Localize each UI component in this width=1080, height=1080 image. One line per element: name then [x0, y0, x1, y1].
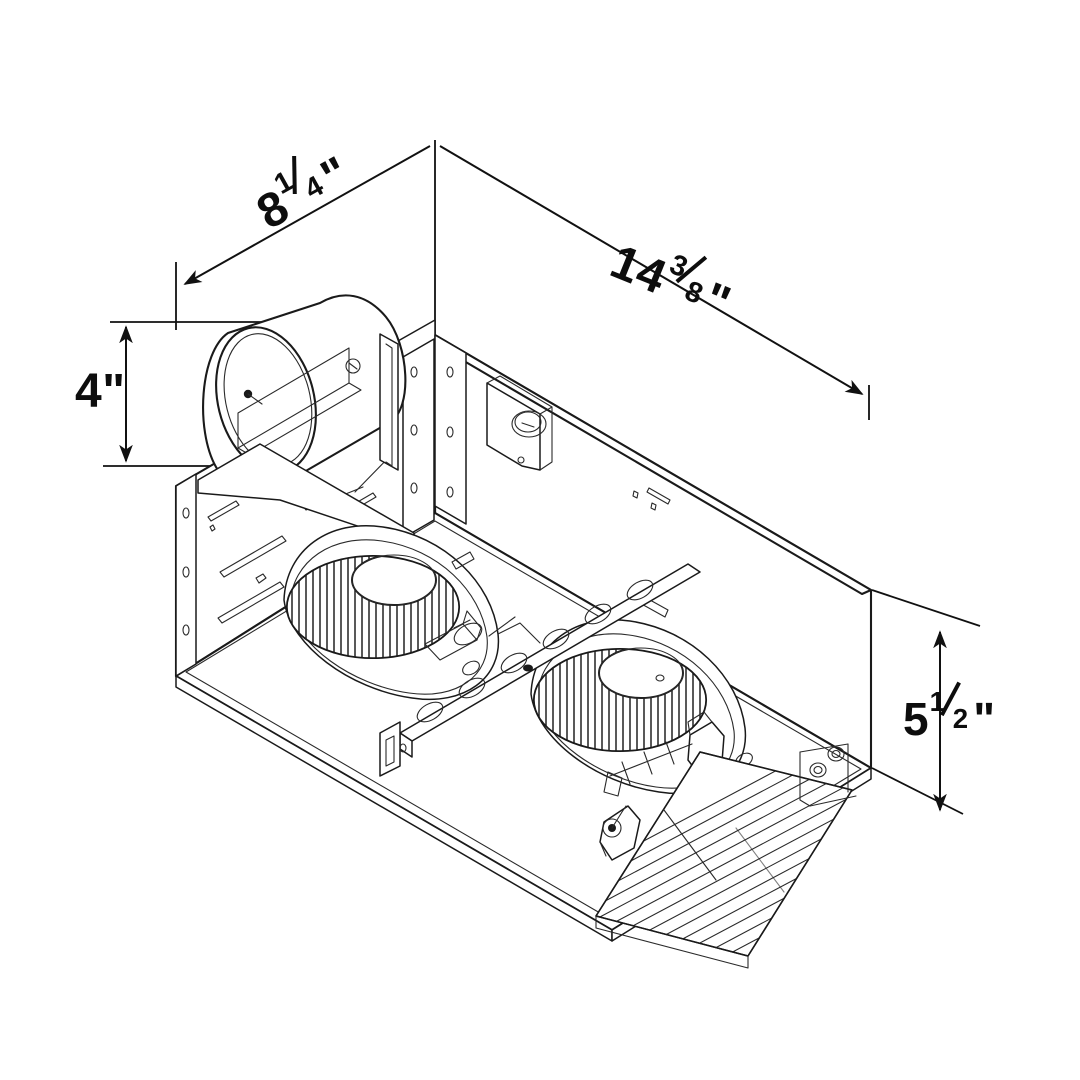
- dimension-height-line: [871, 589, 981, 815]
- dimension-height-unit: ": [973, 693, 996, 745]
- support-bar-holes: [416, 579, 654, 723]
- dimension-duct-whole: 4: [75, 365, 103, 418]
- mounting-bracket-left: [175, 473, 287, 677]
- dimension-depth-line: [183, 145, 431, 285]
- support-bar: [379, 563, 701, 777]
- dimension-width-line: [439, 145, 870, 420]
- dimension-lines: [103, 140, 981, 815]
- collar-support-plate: [197, 333, 415, 546]
- end-hardware: [799, 743, 857, 807]
- adjustment-slots-left: [207, 500, 287, 624]
- junction-box: [486, 375, 553, 471]
- dimension-label-duct-diameter: 4": [75, 368, 125, 416]
- blower-wheel-1: [283, 525, 500, 700]
- mounting-bracket-right: [299, 319, 467, 567]
- dimension-duct-unit: ": [102, 365, 126, 418]
- dimension-height-whole: 5: [903, 693, 930, 745]
- duct-collar: [202, 294, 407, 511]
- blower-wheel-2: [530, 619, 747, 794]
